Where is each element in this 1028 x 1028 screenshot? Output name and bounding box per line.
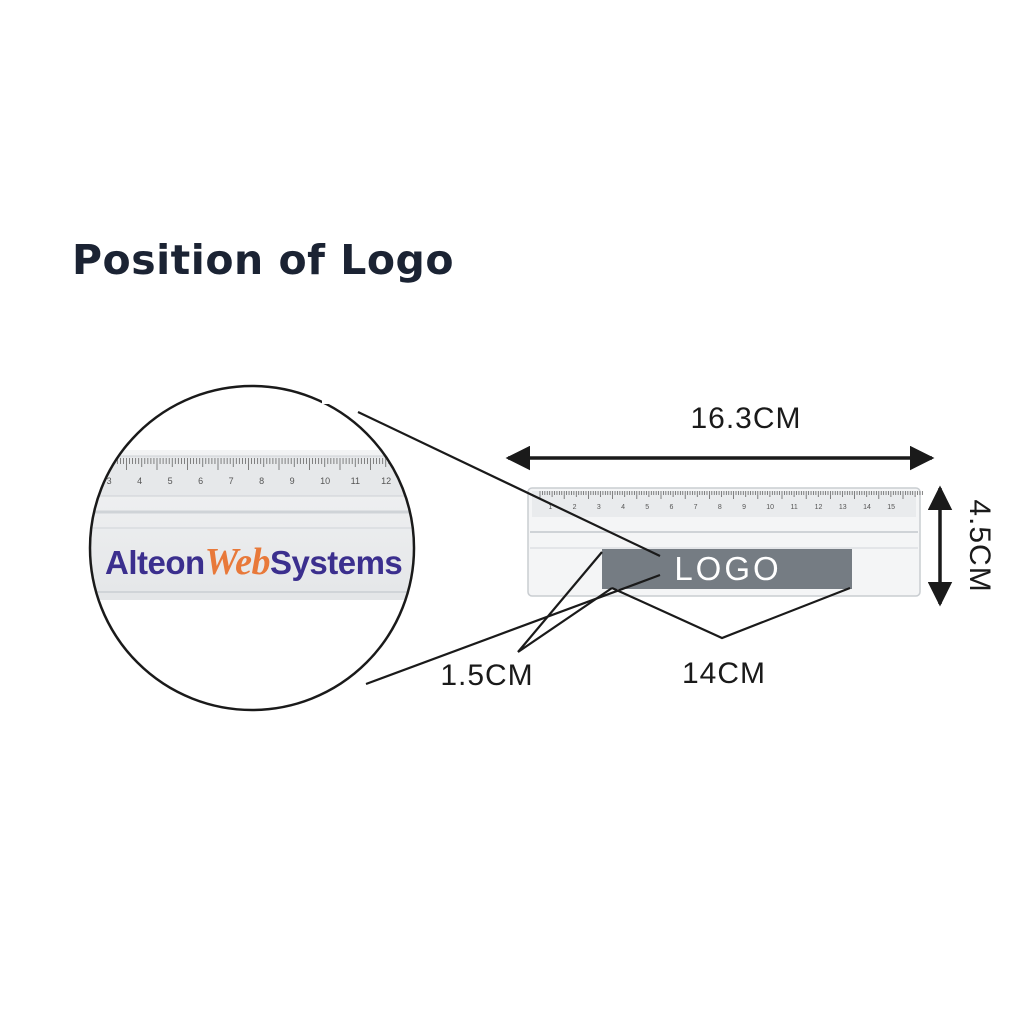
- ruler-tick-label: 14: [863, 504, 871, 511]
- logo-height-label: 1.5CM: [440, 659, 533, 692]
- ruler-tick-label: 2: [573, 504, 577, 511]
- ruler-tick-label: 6: [669, 504, 673, 511]
- ruler-ticks: [539, 491, 923, 499]
- zoom-ruler-tick-label: 7: [229, 476, 234, 486]
- ruler-tick-label: 10: [766, 504, 774, 511]
- logo-length-label: 14CM: [682, 657, 766, 690]
- length-label: 16.3CM: [690, 402, 801, 435]
- ruler-scale-strip: [532, 491, 916, 517]
- zoom-ruler-tick-label: 8: [259, 476, 264, 486]
- sample-brand-logo: AlteonWebSystems: [105, 541, 402, 583]
- width-label: 4.5CM: [963, 499, 996, 592]
- zoom-ruler-tick-label: 4: [137, 476, 142, 486]
- ruler-tick-label: 12: [815, 504, 823, 511]
- zoom-ruler-tick-label: 9: [290, 476, 295, 486]
- zoom-circle-outline: [88, 384, 416, 712]
- zoom-connector-top: [357, 411, 661, 557]
- zoom-connector-bottom: [365, 573, 661, 686]
- ruler-tick-label: 9: [742, 504, 746, 511]
- ruler-tick-label: 8: [718, 504, 722, 511]
- zoom-ruler-tick-label: 5: [168, 476, 173, 486]
- zoom-ruler-tick-label: 10: [320, 476, 330, 486]
- zoom-ruler-tick-labels: 3 4 5 6 7 8 9 10 11 12: [107, 476, 392, 486]
- ruler-tick-label: 4: [621, 504, 625, 511]
- zoom-detail: 3 4 5 6 7 8 9 10 11 12 AlteonWebSystems: [88, 384, 416, 712]
- ruler-tick-label: 15: [887, 504, 895, 511]
- logo-height-leader: [517, 551, 613, 653]
- logo-area: [602, 549, 852, 589]
- ruler-tick-label: 13: [839, 504, 847, 511]
- zoom-ruler-tick-label: 12: [381, 476, 391, 486]
- zoom-ruler-tick-label: 6: [198, 476, 203, 486]
- ruler-tick-label: 11: [790, 504, 797, 511]
- ruler-tick-label: 7: [694, 504, 698, 511]
- ruler-tick-label: 1: [548, 504, 552, 511]
- logo-placeholder-text: LOGO: [674, 550, 781, 587]
- ruler-tick-label: 3: [597, 504, 601, 511]
- page-title: Position of Logo: [72, 236, 455, 284]
- ruler-tick-label: 5: [645, 504, 649, 511]
- logo-length-leader: [611, 586, 851, 640]
- zoom-ruler-tick-label: 11: [351, 476, 360, 486]
- zoom-ruler-tick-label: 3: [107, 476, 112, 486]
